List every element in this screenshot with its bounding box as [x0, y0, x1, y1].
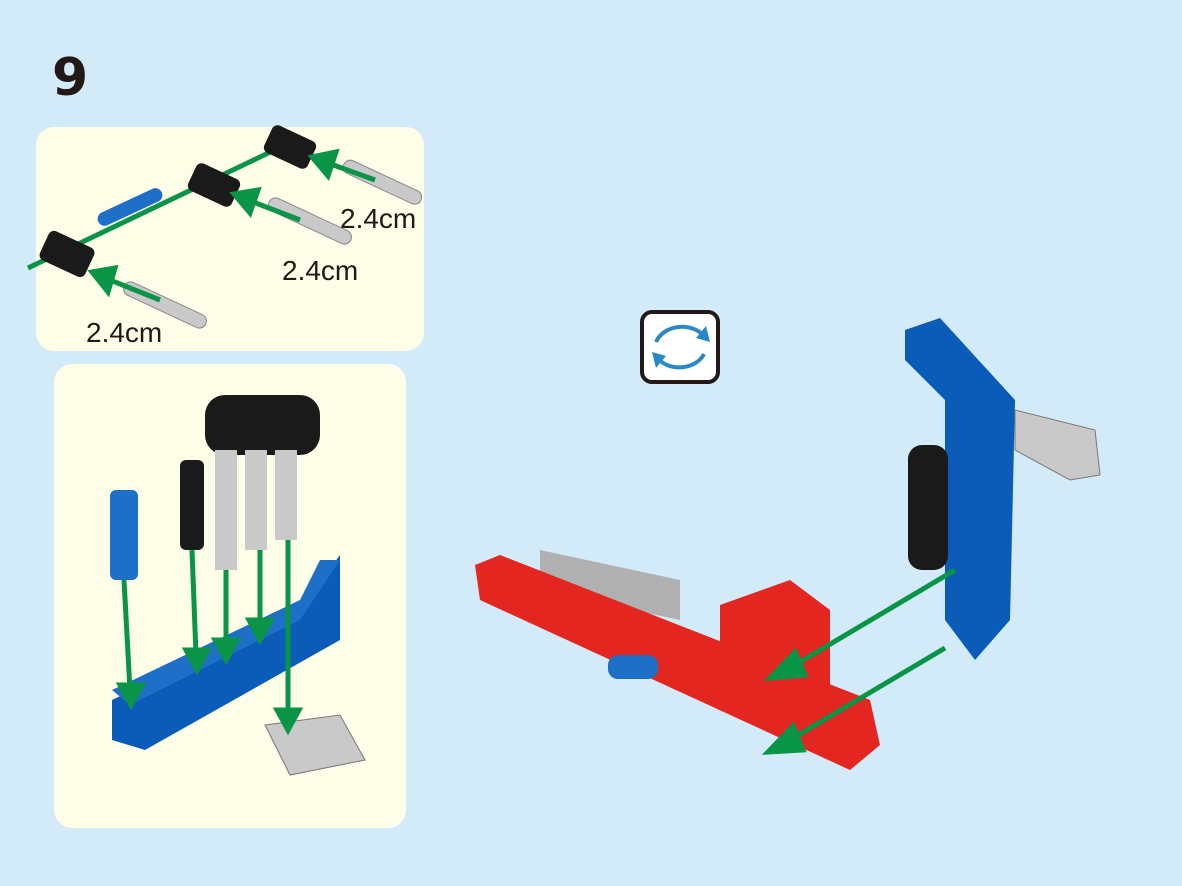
pin-length-label: 2.4cm — [86, 317, 163, 348]
blue-beam-diagram — [110, 395, 366, 776]
rotate-model-icon — [640, 310, 720, 384]
main-model — [475, 318, 1101, 770]
pin-length-label: 2.4cm — [282, 255, 359, 286]
pin-connectors-diagram — [26, 125, 423, 329]
pin-length-label: 2.4cm — [340, 203, 417, 234]
step-number: 9 — [52, 48, 89, 108]
